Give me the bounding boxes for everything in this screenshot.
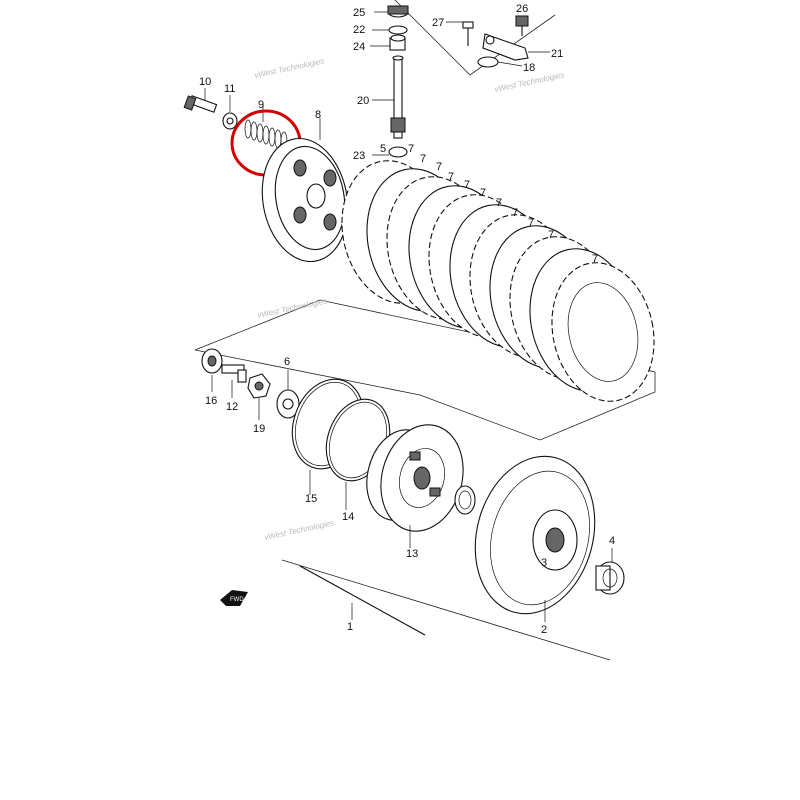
part-label-18: 18 (523, 62, 535, 74)
part-label-7: 7 (436, 161, 442, 173)
part-label-22: 22 (353, 24, 365, 36)
part-label-7: 7 (464, 179, 470, 191)
part-label-17: 17 (0, 0, 12, 3)
part-label-25: 25 (353, 7, 365, 19)
part-label-9: 9 (258, 99, 264, 111)
part-label-13: 13 (406, 548, 418, 560)
pressure-plate (261, 118, 349, 263)
part-label-10: 10 (199, 76, 211, 88)
part-label-15: 15 (305, 493, 317, 505)
part-label-7: 7 (480, 187, 486, 199)
part-label-24: 24 (353, 41, 365, 53)
hub-fasteners (201, 348, 300, 420)
part-label-11: 11 (224, 83, 235, 95)
lever-assembly (446, 15, 550, 68)
part-label-4: 4 (609, 535, 615, 547)
part-label-7: 7 (548, 229, 554, 241)
part-label-7: 7 (420, 153, 426, 165)
part-label-23: 23 (353, 150, 365, 162)
part-label-3: 3 (541, 557, 547, 569)
part-label-1: 1 (347, 621, 353, 633)
part-label-12: 12 (226, 401, 238, 413)
clutch-housing (474, 455, 625, 622)
part-label-27: 27 (432, 17, 444, 29)
part-label-7: 7 (528, 217, 534, 229)
part-label-7: 7 (408, 143, 414, 155)
part-label-7: 7 (448, 171, 454, 183)
part-label-14: 14 (342, 511, 354, 523)
release-shaft-assembly (370, 5, 409, 158)
forward-arrow: FWD (220, 590, 248, 606)
watermark-text: vWest Technologies (264, 518, 335, 542)
part-label-7: 7 (512, 207, 518, 219)
part-label-21: 21 (551, 48, 563, 60)
part-label-5: 5 (380, 143, 386, 155)
watermark-text: vWest Technologies (254, 56, 325, 80)
clutch-hub (366, 424, 476, 548)
part-label-26: 26 (516, 3, 528, 15)
part-label-2: 2 (541, 624, 547, 636)
part-label-6: 6 (284, 356, 290, 368)
part-label-7: 7 (592, 253, 598, 265)
part-label-8: 8 (315, 109, 321, 121)
part-label-7: 7 (496, 197, 502, 209)
forward-arrow-label: FWD (230, 597, 244, 603)
part-label-19: 19 (253, 423, 265, 435)
push-rod (299, 565, 426, 636)
part-label-20: 20 (357, 95, 369, 107)
clutch-plate-stack (341, 160, 655, 402)
part-label-16: 16 (205, 395, 217, 407)
watermark-text: vWest Technologies (257, 296, 328, 320)
